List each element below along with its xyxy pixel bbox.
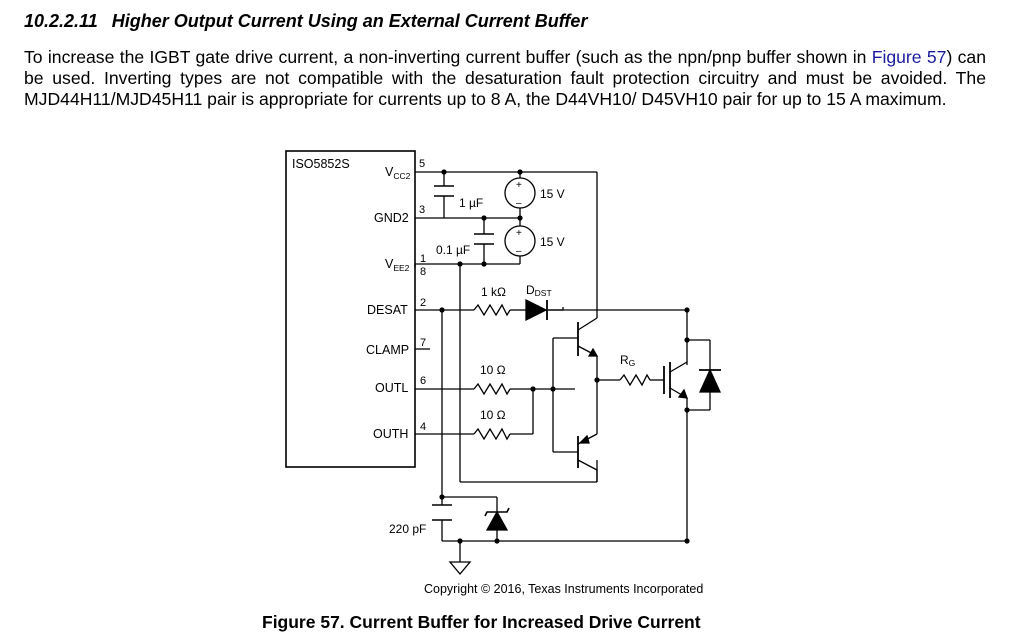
section-heading: 10.2.2.11 Higher Output Current Using an …	[24, 11, 587, 32]
capacitor-220pf-label: 220 pF	[389, 522, 426, 536]
pin-outl-number: 6	[420, 375, 426, 387]
supply-bottom-plus: +	[516, 228, 522, 239]
supply-bottom-label: 15 V	[540, 235, 565, 249]
diode-ddst-label: DDST	[526, 283, 552, 298]
resistor-outl-label: 10 Ω	[480, 363, 506, 377]
npn-transistor	[577, 317, 599, 357]
supply-top-plus: +	[516, 180, 522, 191]
pin-outh-number: 4	[420, 421, 426, 433]
pin-outl-label: OUTL	[375, 381, 408, 395]
pin-clamp-label: CLAMP	[366, 343, 409, 357]
pin-vee2-label: VEE2	[385, 257, 410, 273]
junction-dots	[439, 169, 690, 544]
wires	[414, 171, 711, 562]
resistor-rg-label: RG	[620, 353, 635, 368]
figure-57-link[interactable]: Figure 57	[871, 47, 947, 67]
resistor-outh-label: 10 Ω	[480, 408, 506, 422]
capacitor-1uf	[434, 185, 454, 197]
body-paragraph: To increase the IGBT gate drive current,…	[24, 47, 986, 110]
figure-caption: Figure 57. Current Buffer for Increased …	[262, 612, 701, 632]
pin-desat-number: 2	[420, 297, 426, 309]
resistor-outh	[473, 427, 511, 441]
pin-vee2-number-b: 8	[420, 266, 426, 278]
supply-top-label: 15 V	[540, 187, 565, 201]
supply-top-symbol	[504, 177, 536, 209]
copyright-notice: Copyright © 2016, Texas Instruments Inco…	[424, 582, 704, 596]
paragraph-text-1: To increase the IGBT gate drive current,…	[24, 47, 872, 67]
ic-name: ISO5852S	[292, 157, 350, 171]
capacitor-220pf	[432, 504, 452, 521]
pin-clamp-number: 7	[420, 337, 426, 349]
supply-top-minus: –	[516, 198, 522, 209]
resistor-outl	[473, 382, 511, 396]
resistor-rg	[619, 373, 651, 387]
capacitor-0-1uf-label: 0.1 µF	[436, 243, 470, 257]
supply-bottom-minus: –	[516, 246, 522, 257]
pin-vee2-number-a: 1	[420, 253, 426, 265]
zener-diode	[484, 507, 510, 531]
resistor-1k-label: 1 kΩ	[481, 285, 506, 299]
igbt	[663, 361, 688, 399]
ground-symbol	[448, 561, 472, 576]
capacitor-1uf-label: 1 µF	[459, 196, 483, 210]
pin-outh-label: OUTH	[373, 427, 408, 441]
resistor-1k	[473, 303, 511, 317]
freewheel-diode	[698, 368, 722, 393]
ic-box	[285, 150, 416, 468]
pin-gnd2-number: 3	[419, 204, 425, 216]
supply-bottom-symbol	[504, 225, 536, 257]
section-number: 10.2.2.11	[24, 11, 98, 31]
pin-vcc2-label: VCC2	[385, 165, 411, 181]
pin-gnd2-label: GND2	[374, 211, 409, 225]
paragraph-text-2: ) can be used. Inverting types are not c…	[24, 47, 986, 109]
diode-ddst	[525, 298, 548, 322]
section-title: Higher Output Current Using an External …	[111, 11, 588, 31]
pin-vcc2-number: 5	[419, 158, 425, 170]
capacitor-0-1uf	[474, 233, 494, 245]
pnp-transistor	[577, 433, 598, 482]
pin-desat-label: DESAT	[367, 303, 408, 317]
